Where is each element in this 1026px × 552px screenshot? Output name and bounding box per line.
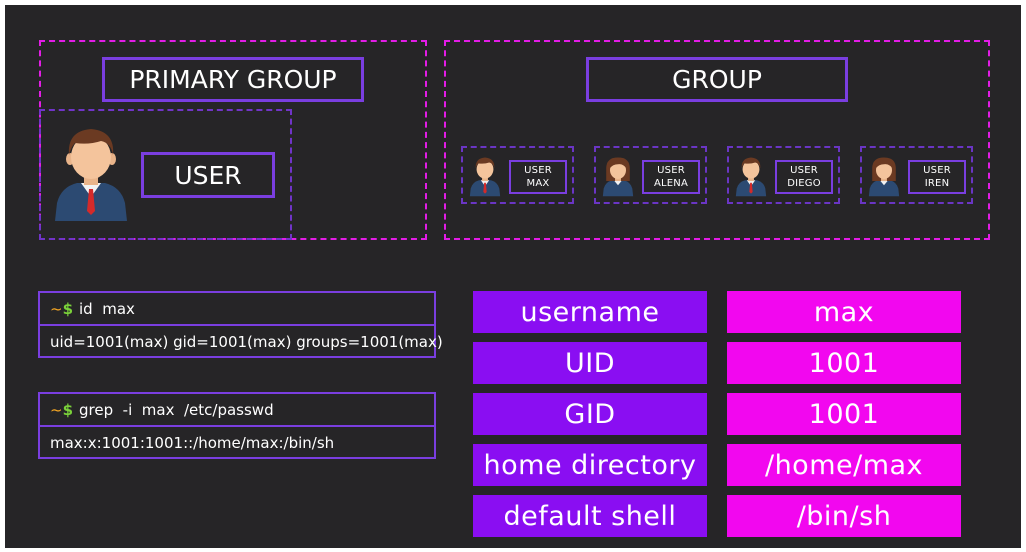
terminal-block-id: ~$ id max uid=1001(max) gid=1001(max) gro… bbox=[38, 291, 443, 358]
terminal-command: grep -i max /etc/passwd bbox=[79, 400, 274, 419]
terminal-command-row: ~$ id max bbox=[40, 293, 434, 326]
info-key-username: username bbox=[473, 291, 707, 333]
prompt-tilde: ~ bbox=[50, 299, 63, 318]
info-key-default-shell: default shell bbox=[473, 495, 707, 537]
businessman-avatar-icon bbox=[469, 157, 501, 197]
terminal-output: max:x:1001:1001::/home/max:/bin/sh bbox=[50, 433, 335, 452]
terminal-command-row: ~$ grep -i max /etc/passwd bbox=[40, 394, 434, 427]
terminal-output-row: max:x:1001:1001::/home/max:/bin/sh bbox=[40, 427, 434, 458]
businesswoman-avatar-icon bbox=[868, 157, 900, 197]
group-title: GROUP bbox=[586, 57, 848, 102]
member-label-line1: USER bbox=[923, 165, 951, 176]
member-label-line1: USER bbox=[524, 165, 552, 176]
group-member-card: USER MAX bbox=[461, 146, 574, 204]
primary-group-title: PRIMARY GROUP bbox=[102, 57, 364, 102]
businessman-avatar-icon bbox=[55, 129, 127, 221]
info-value-home-directory: /home/max bbox=[727, 444, 961, 486]
member-label-line2: IREN bbox=[924, 178, 950, 189]
info-key-gid: GID bbox=[473, 393, 707, 435]
businesswoman-avatar-icon bbox=[602, 157, 634, 197]
member-label: USER DIEGO bbox=[775, 160, 833, 194]
terminal-output-row: uid=1001(max) gid=1001(max) groups=1001(… bbox=[40, 326, 443, 357]
info-value-uid: 1001 bbox=[727, 342, 961, 384]
group-member-card: USER ALENA bbox=[594, 146, 707, 204]
info-value-username: max bbox=[727, 291, 961, 333]
prompt-tilde: ~ bbox=[50, 400, 63, 419]
group-container bbox=[444, 40, 990, 240]
user-box: USER bbox=[141, 152, 275, 198]
member-label: USER IREN bbox=[908, 160, 966, 194]
prompt-dollar: $ bbox=[62, 400, 74, 419]
terminal-command: id max bbox=[79, 299, 135, 318]
member-label-line1: USER bbox=[790, 165, 818, 176]
diagram-canvas: PRIMARY GROUP USER GROUP USER bbox=[5, 5, 1021, 548]
member-label: USER ALENA bbox=[642, 160, 700, 194]
member-label: USER MAX bbox=[509, 160, 567, 194]
info-value-gid: 1001 bbox=[727, 393, 961, 435]
member-label-line2: DIEGO bbox=[787, 178, 821, 189]
info-key-uid: UID bbox=[473, 342, 707, 384]
terminal-output: uid=1001(max) gid=1001(max) groups=1001(… bbox=[50, 332, 443, 351]
terminal-block-grep: ~$ grep -i max /etc/passwd max:x:1001:100… bbox=[38, 392, 436, 459]
user-container bbox=[39, 109, 292, 240]
group-member-card: USER DIEGO bbox=[727, 146, 840, 204]
member-label-line1: USER bbox=[657, 165, 685, 176]
businessman-avatar-icon bbox=[735, 157, 767, 197]
group-member-card: USER IREN bbox=[860, 146, 973, 204]
member-label-line2: MAX bbox=[526, 178, 550, 189]
info-key-home-directory: home directory bbox=[473, 444, 707, 486]
info-value-default-shell: /bin/sh bbox=[727, 495, 961, 537]
member-label-line2: ALENA bbox=[653, 178, 689, 189]
prompt-dollar: $ bbox=[62, 299, 74, 318]
